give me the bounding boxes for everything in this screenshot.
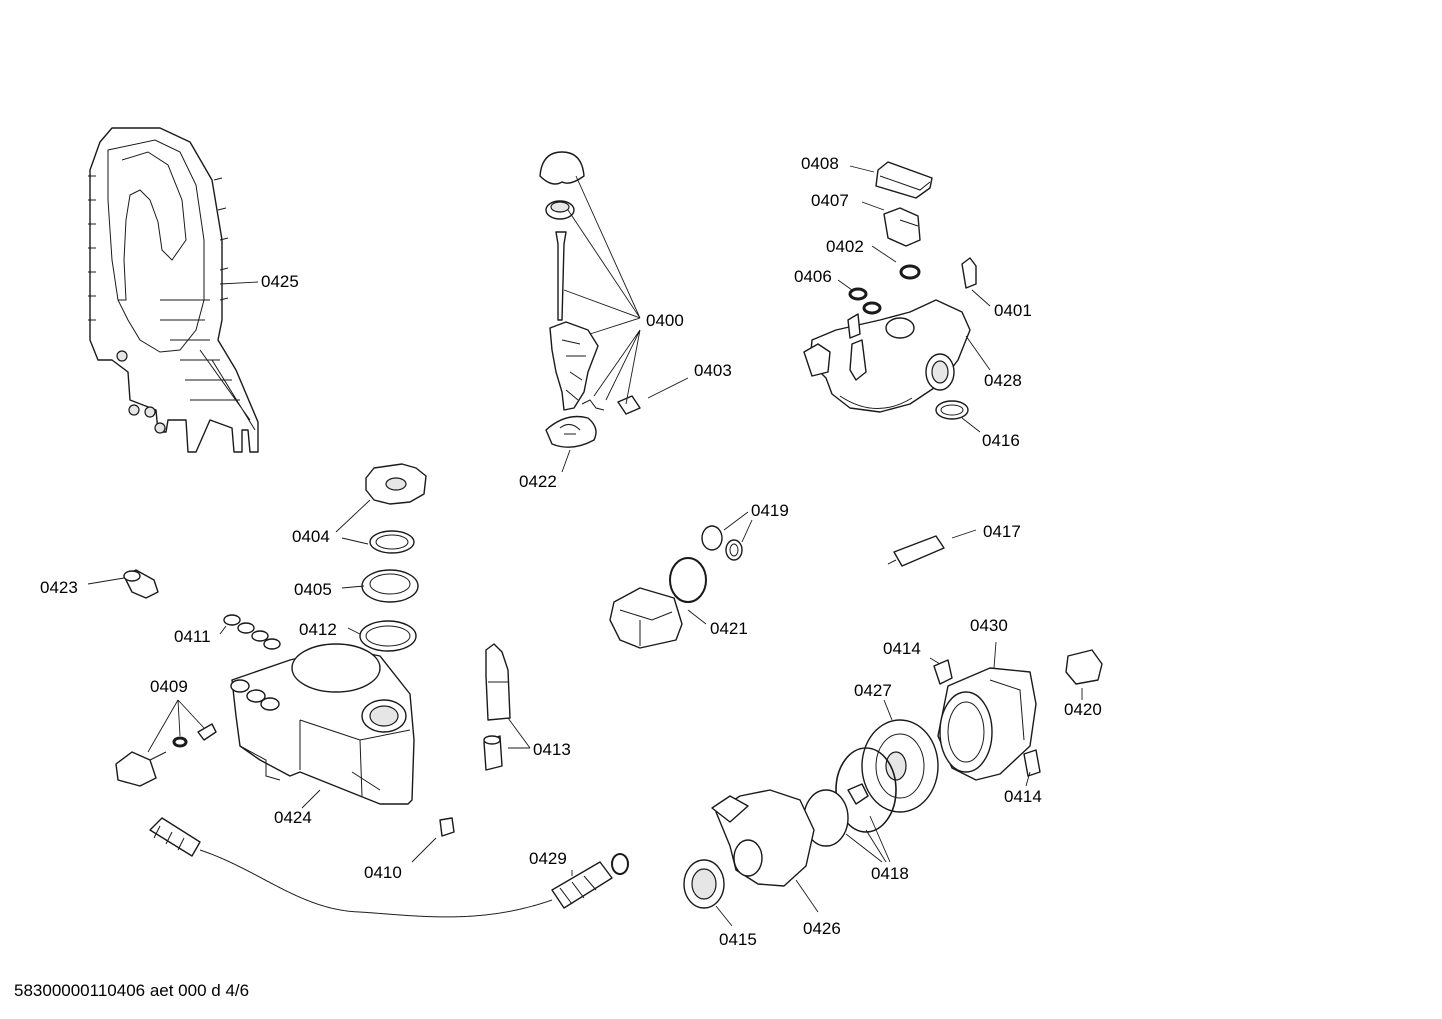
label-0409: 0409 (150, 677, 188, 696)
part-0401-pin (961, 257, 977, 289)
part-0421-valve (609, 557, 707, 649)
connecting-hose-line (199, 849, 553, 918)
part-0400-float-assembly (539, 151, 605, 448)
part-hose-segment (149, 817, 201, 857)
label-0414-bottom: 0414 (1004, 787, 1042, 806)
part-0405-nut (361, 569, 419, 603)
part-0404-cap (365, 463, 427, 505)
part-0424-reservoir (230, 643, 415, 805)
label-0416: 0416 (982, 431, 1020, 450)
part-0406-oring-a (848, 287, 868, 301)
label-0411: 0411 (174, 627, 211, 646)
label-0420: 0420 (1064, 700, 1102, 719)
label-0421: 0421 (710, 619, 748, 638)
part-0413-heater-parts (483, 643, 511, 771)
label-0408: 0408 (801, 154, 839, 173)
label-0401: 0401 (994, 301, 1032, 320)
label-0424: 0424 (274, 808, 312, 827)
label-0430: 0430 (970, 616, 1008, 635)
part-0409-valve (115, 723, 217, 787)
label-0429: 0429 (529, 849, 567, 868)
part-0418-seal-impeller (803, 747, 897, 847)
label-0422: 0422 (519, 472, 557, 491)
part-0430-motor (937, 667, 1037, 781)
label-0400: 0400 (646, 311, 684, 330)
part-0414-clip-b (1023, 749, 1041, 777)
label-0425: 0425 (261, 272, 299, 291)
label-0404: 0404 (292, 527, 330, 546)
part-0426-pump-housing (711, 789, 815, 887)
label-0428: 0428 (984, 371, 1022, 390)
label-0402: 0402 (826, 237, 864, 256)
label-0407: 0407 (811, 191, 849, 210)
part-0410-clip (439, 817, 455, 837)
part-0429-hose (551, 853, 629, 909)
part-0420-connector (1065, 649, 1103, 685)
part-0407-sensor (883, 207, 921, 247)
label-0423: 0423 (40, 578, 78, 597)
label-0419: 0419 (751, 501, 789, 520)
label-0405: 0405 (294, 580, 332, 599)
label-0427: 0427 (854, 681, 892, 700)
label-0412: 0412 (299, 620, 337, 639)
label-0413: 0413 (533, 740, 571, 759)
part-0404-seal (369, 530, 415, 554)
label-0415: 0415 (719, 930, 757, 949)
label-0406: 0406 (794, 267, 832, 286)
part-0403-clip (617, 395, 641, 415)
part-0411-caps (223, 614, 281, 650)
drawing-reference-code: 58300000110406 aet 000 d 4/6 (14, 981, 250, 1000)
part-0414-clip-a (933, 659, 953, 685)
label-0414-top: 0414 (883, 639, 921, 658)
part-0402-oring (899, 264, 921, 280)
part-0428-sump (803, 299, 971, 413)
part-0406-oring-b (862, 301, 882, 315)
part-0427-pump-cover (861, 719, 939, 813)
part-0415-seal (683, 859, 725, 909)
part-0416-clamp (935, 400, 969, 420)
label-0418: 0418 (871, 864, 909, 883)
label-0426: 0426 (803, 919, 841, 938)
label-0403: 0403 (694, 361, 732, 380)
part-0423-fitting (123, 569, 159, 599)
label-0417: 0417 (983, 522, 1021, 541)
part-0408-cover (875, 161, 933, 199)
part-0419-nozzle (701, 525, 743, 561)
part-0425-frame (88, 127, 259, 453)
label-0410: 0410 (364, 863, 402, 882)
leader-lines (87, 165, 1083, 927)
part-0417-sensor (887, 535, 945, 567)
